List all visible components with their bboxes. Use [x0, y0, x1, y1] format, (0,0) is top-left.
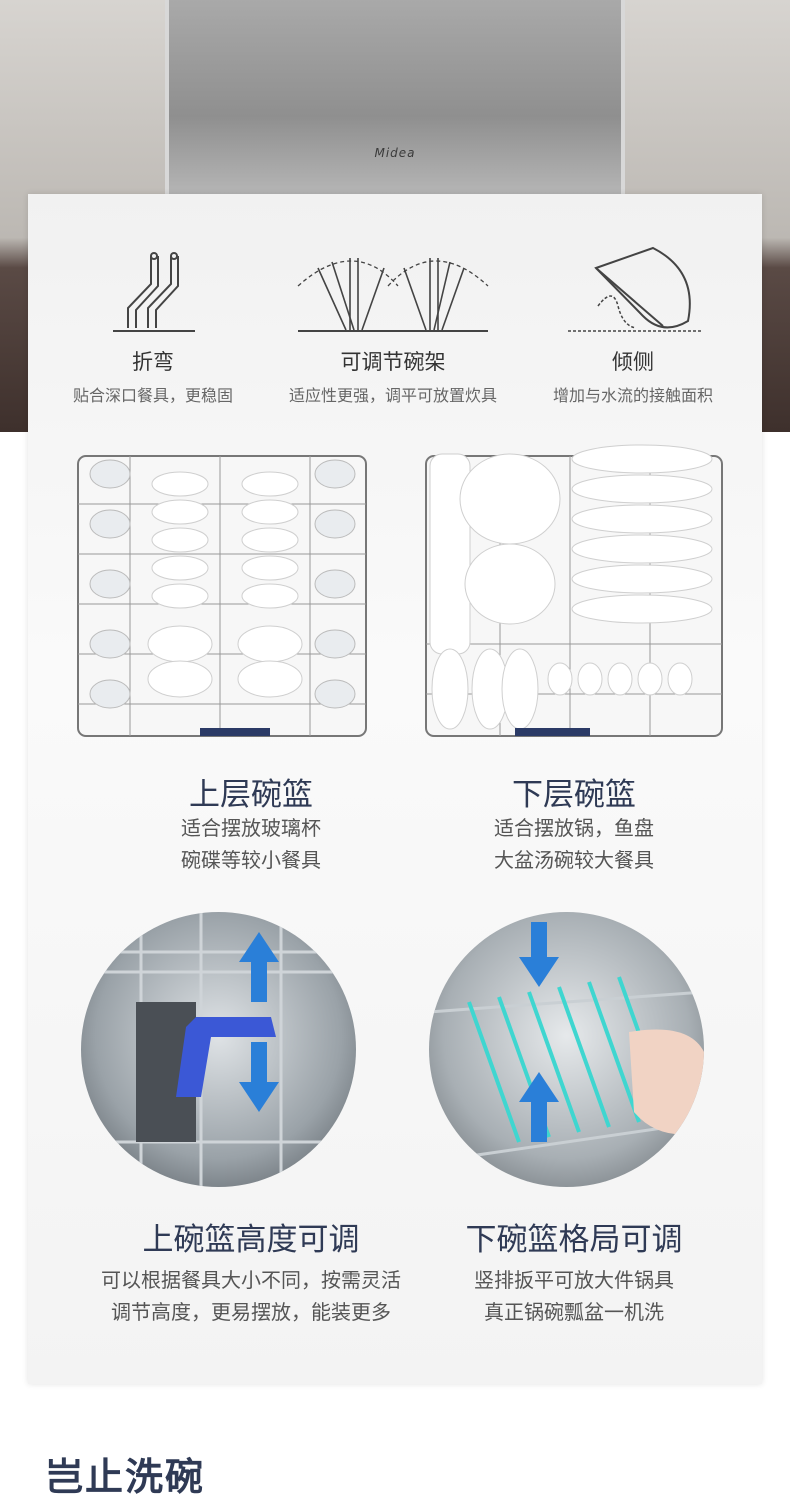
upper-adjust-desc: 可以根据餐具大小不同，按需灵活 调节高度，更易摆放，能装更多	[51, 1264, 451, 1328]
desc-line: 竖排扳平可放大件锅具	[474, 1268, 674, 1292]
feature-bend: 折弯 贴合深口餐具，更稳固	[58, 246, 248, 406]
desc-line: 可以根据餐具大小不同，按需灵活	[101, 1268, 401, 1292]
lower-adjust-desc: 竖排扳平可放大件锅具 真正锅碗瓢盆一机洗	[404, 1264, 744, 1328]
bend-icon	[113, 252, 195, 332]
height-adjust-illustration	[81, 912, 356, 1187]
lower-rack-title: 下层碗篮	[512, 777, 636, 813]
adjustable-rack-icon	[297, 258, 489, 332]
desc-line: 适合摆放玻璃杯	[181, 816, 321, 840]
dishwasher-front-panel: Midea	[165, 0, 625, 194]
lower-rack-illustration	[425, 444, 723, 737]
tilt-bowl-icon	[568, 246, 703, 332]
lower-rack-image	[420, 444, 730, 748]
lower-rack-desc: 适合摆放锅，鱼盘 大盆汤碗较大餐具	[404, 812, 744, 876]
feature-title: 折弯	[132, 350, 174, 374]
feature-tilt: 倾侧 增加与水流的接触面积	[533, 246, 733, 406]
desc-line: 大盆汤碗较大餐具	[494, 848, 654, 872]
desc-line: 碗碟等较小餐具	[181, 848, 321, 872]
next-section-heading: 岂止洗碗	[45, 1455, 206, 1499]
feature-desc: 增加与水流的接触面积	[552, 386, 713, 405]
lower-rack-layout-photo	[429, 912, 704, 1187]
upper-rack-illustration	[77, 455, 367, 737]
desc-line: 真正锅碗瓢盆一机洗	[484, 1300, 664, 1324]
feature-title: 倾侧	[612, 350, 654, 374]
upper-rack-image	[70, 444, 370, 748]
brand-logo: Midea	[374, 146, 416, 160]
upper-rack-height-photo	[81, 912, 356, 1187]
feature-desc: 适应性更强，调平可放置炊具	[288, 386, 497, 405]
layout-adjust-illustration	[429, 922, 704, 1164]
upper-adjust-title: 上碗篮高度可调	[142, 1222, 360, 1258]
feature-adjustable-rack: 可调节碗架 适应性更强，调平可放置炊具	[273, 246, 513, 406]
upper-rack-title: 上层碗篮	[189, 777, 313, 813]
feature-card: 折弯 贴合深口餐具，更稳固 可调节碗架 适应性更强，调平可放置炊具	[28, 194, 762, 1384]
desc-line: 适合摆放锅，鱼盘	[494, 816, 654, 840]
lower-adjust-title: 下碗篮格局可调	[465, 1222, 683, 1258]
feature-desc: 贴合深口餐具，更稳固	[72, 386, 233, 405]
upper-rack-desc: 适合摆放玻璃杯 碗碟等较小餐具	[81, 812, 421, 876]
desc-line: 调节高度，更易摆放，能装更多	[111, 1300, 391, 1324]
feature-title: 可调节碗架	[340, 350, 446, 374]
